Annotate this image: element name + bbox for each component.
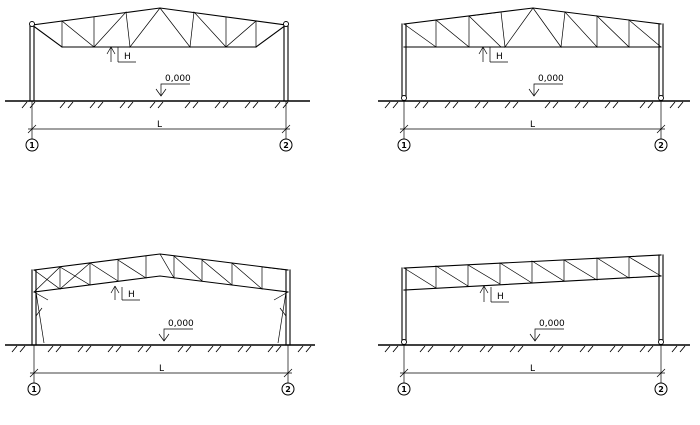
right-column [658, 254, 664, 343]
axis-bubble-2 [281, 382, 295, 396]
height-mark [106, 46, 136, 63]
axis-bubble-2 [654, 382, 668, 396]
span-label: L [157, 120, 162, 130]
level-label: 0,000 [539, 319, 565, 329]
axis-label-1: 1 [401, 385, 407, 394]
frame-diagram-3: H 0,000 L 1 2 [5, 253, 315, 396]
span-label: L [530, 120, 535, 130]
truss [403, 7, 662, 48]
right-column [273, 269, 291, 346]
axis-bubble-2 [654, 138, 668, 152]
span-dimension [27, 101, 291, 140]
axis-label-1: 1 [29, 141, 35, 150]
axis-bubble-1 [397, 382, 411, 396]
ground-hatching [21, 101, 289, 109]
base-hinge-right [658, 95, 664, 101]
level-label: 0,000 [165, 74, 191, 84]
right-column [658, 23, 664, 99]
span-dimension [399, 101, 666, 140]
axis-label-2: 2 [658, 141, 664, 150]
frame-diagram-1: H 0,000 L 1 2 [5, 7, 310, 152]
axis-label-1: 1 [31, 385, 37, 394]
truss [31, 7, 287, 48]
span-label: L [159, 364, 164, 374]
ground-hatching [384, 345, 686, 353]
axis-label-2: 2 [658, 385, 664, 394]
hinge-left [29, 21, 35, 27]
axis-bubble-1 [27, 382, 41, 396]
left-column [29, 24, 35, 102]
axis-label-2: 2 [285, 385, 291, 394]
height-label: H [496, 52, 503, 62]
height-label: H [128, 290, 135, 300]
height-mark [110, 285, 140, 301]
level-label: 0,000 [168, 319, 194, 329]
frame-diagram-4: H 0,000 L 1 2 [378, 254, 690, 396]
left-column [401, 23, 407, 99]
axis-bubble-2 [279, 138, 293, 152]
base-hinge-left [401, 95, 407, 101]
ground-hatching [384, 101, 684, 109]
span-dimension [29, 345, 293, 383]
axis-bubble-1 [397, 138, 411, 152]
axis-label-2: 2 [283, 141, 289, 150]
truss [33, 253, 289, 293]
base-hinge-right [658, 339, 664, 345]
level-mark [528, 83, 563, 97]
level-label: 0,000 [538, 74, 564, 84]
base-hinge-left [401, 339, 407, 345]
left-column [31, 269, 49, 346]
level-mark [158, 328, 193, 342]
axis-bubble-1 [25, 138, 39, 152]
frame-diagram-2: H 0,000 L 1 2 [378, 7, 690, 152]
truss [403, 254, 662, 291]
height-label: H [124, 52, 131, 62]
span-label: L [530, 364, 535, 374]
ground-hatching [11, 345, 312, 353]
right-column [283, 24, 289, 102]
left-column [401, 267, 407, 343]
height-mark [478, 46, 508, 63]
height-mark [479, 285, 509, 303]
height-label: H [497, 292, 504, 302]
axis-label-1: 1 [401, 141, 407, 150]
hinge-right [283, 21, 289, 27]
level-mark [155, 83, 190, 97]
span-dimension [399, 345, 666, 383]
level-mark [529, 328, 564, 342]
